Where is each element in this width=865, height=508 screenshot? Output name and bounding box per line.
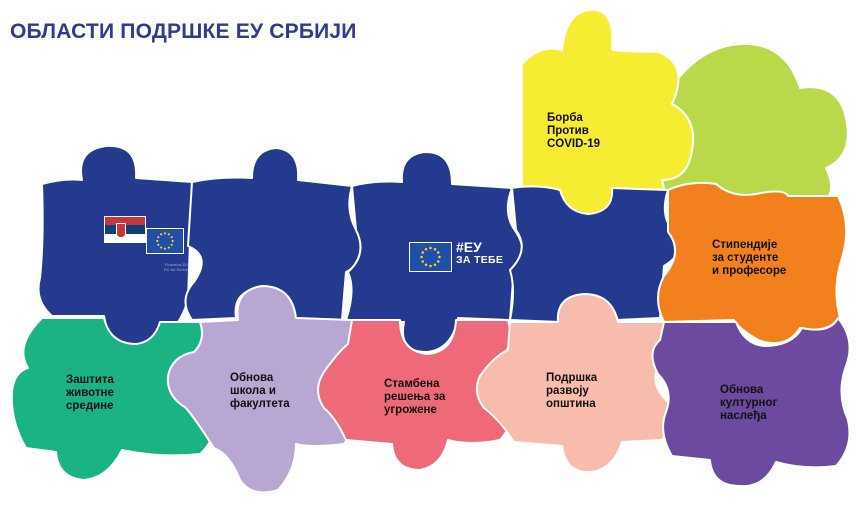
- eu-star-icon: [167, 246, 170, 249]
- flag-stripe-red: [105, 217, 145, 226]
- piece-red: [317, 319, 513, 471]
- piece-label-schools: Обнова школа и факултета: [230, 372, 290, 410]
- eu-star-icon: [160, 246, 163, 249]
- piece-label-scholarships: Стипендије за студенте и професоре: [712, 239, 787, 277]
- eu-star-icon: [157, 236, 160, 239]
- piece-purple: [651, 317, 851, 488]
- eu-flag-icon: [409, 242, 452, 272]
- eu-star-icon: [424, 247, 428, 251]
- eu-star-icon: [157, 243, 160, 246]
- eu-star-icon: [163, 232, 167, 235]
- eu-star-icon: [429, 264, 432, 268]
- eu-star-icon: [160, 233, 163, 236]
- piece-label-municipalities: Подршка развоју општина: [546, 372, 598, 410]
- page-title: ОБЛАСТИ ПОДРШКЕ ЕУ СРБИЈИ: [10, 20, 357, 43]
- eu-star-icon: [433, 247, 437, 251]
- piece-label-heritage: Обнова културног наслеђа: [720, 384, 778, 422]
- eu-star-icon: [163, 247, 167, 250]
- eu-star-icon: [170, 243, 173, 246]
- logo-subtitle: ЗА ТЕБЕ: [456, 254, 504, 266]
- eu-star-icon: [429, 246, 432, 250]
- eu-star-icon: [424, 263, 428, 267]
- piece-peach: [475, 293, 673, 474]
- eu-star-icon: [170, 236, 173, 239]
- eu-star-icon: [421, 260, 425, 263]
- eu-star-icon: [156, 239, 159, 243]
- eu-star-icon: [420, 255, 423, 259]
- coat-of-arms-icon: [116, 223, 126, 238]
- piece-label-environment: Заштита животне средине: [66, 374, 114, 412]
- eu-star-icon: [171, 239, 174, 243]
- eu-star-icon: [436, 260, 440, 263]
- logo-hashtag: #ЕУ: [456, 239, 482, 255]
- eu-star-icon: [421, 251, 425, 254]
- piece-green: [10, 317, 214, 481]
- eu-star-icon: [167, 233, 170, 236]
- eu-star-icon: [433, 263, 437, 267]
- eu-star-icon: [436, 251, 440, 254]
- flags-logo: Finansira EU EU for Serbia: [104, 216, 188, 272]
- eu-flag-icon: [146, 228, 184, 254]
- logo-small-text: Finansira EU EU for Serbia: [163, 262, 188, 272]
- serbia-flag-icon: [104, 216, 146, 243]
- flag-stripe-white: [105, 233, 145, 242]
- eu-star-icon: [438, 255, 441, 259]
- piece-label-covid: Борба Против COVID-19: [547, 112, 601, 150]
- piece-orange: [657, 181, 848, 344]
- piece-label-housing: Стамбена решења за угрожене: [384, 378, 446, 416]
